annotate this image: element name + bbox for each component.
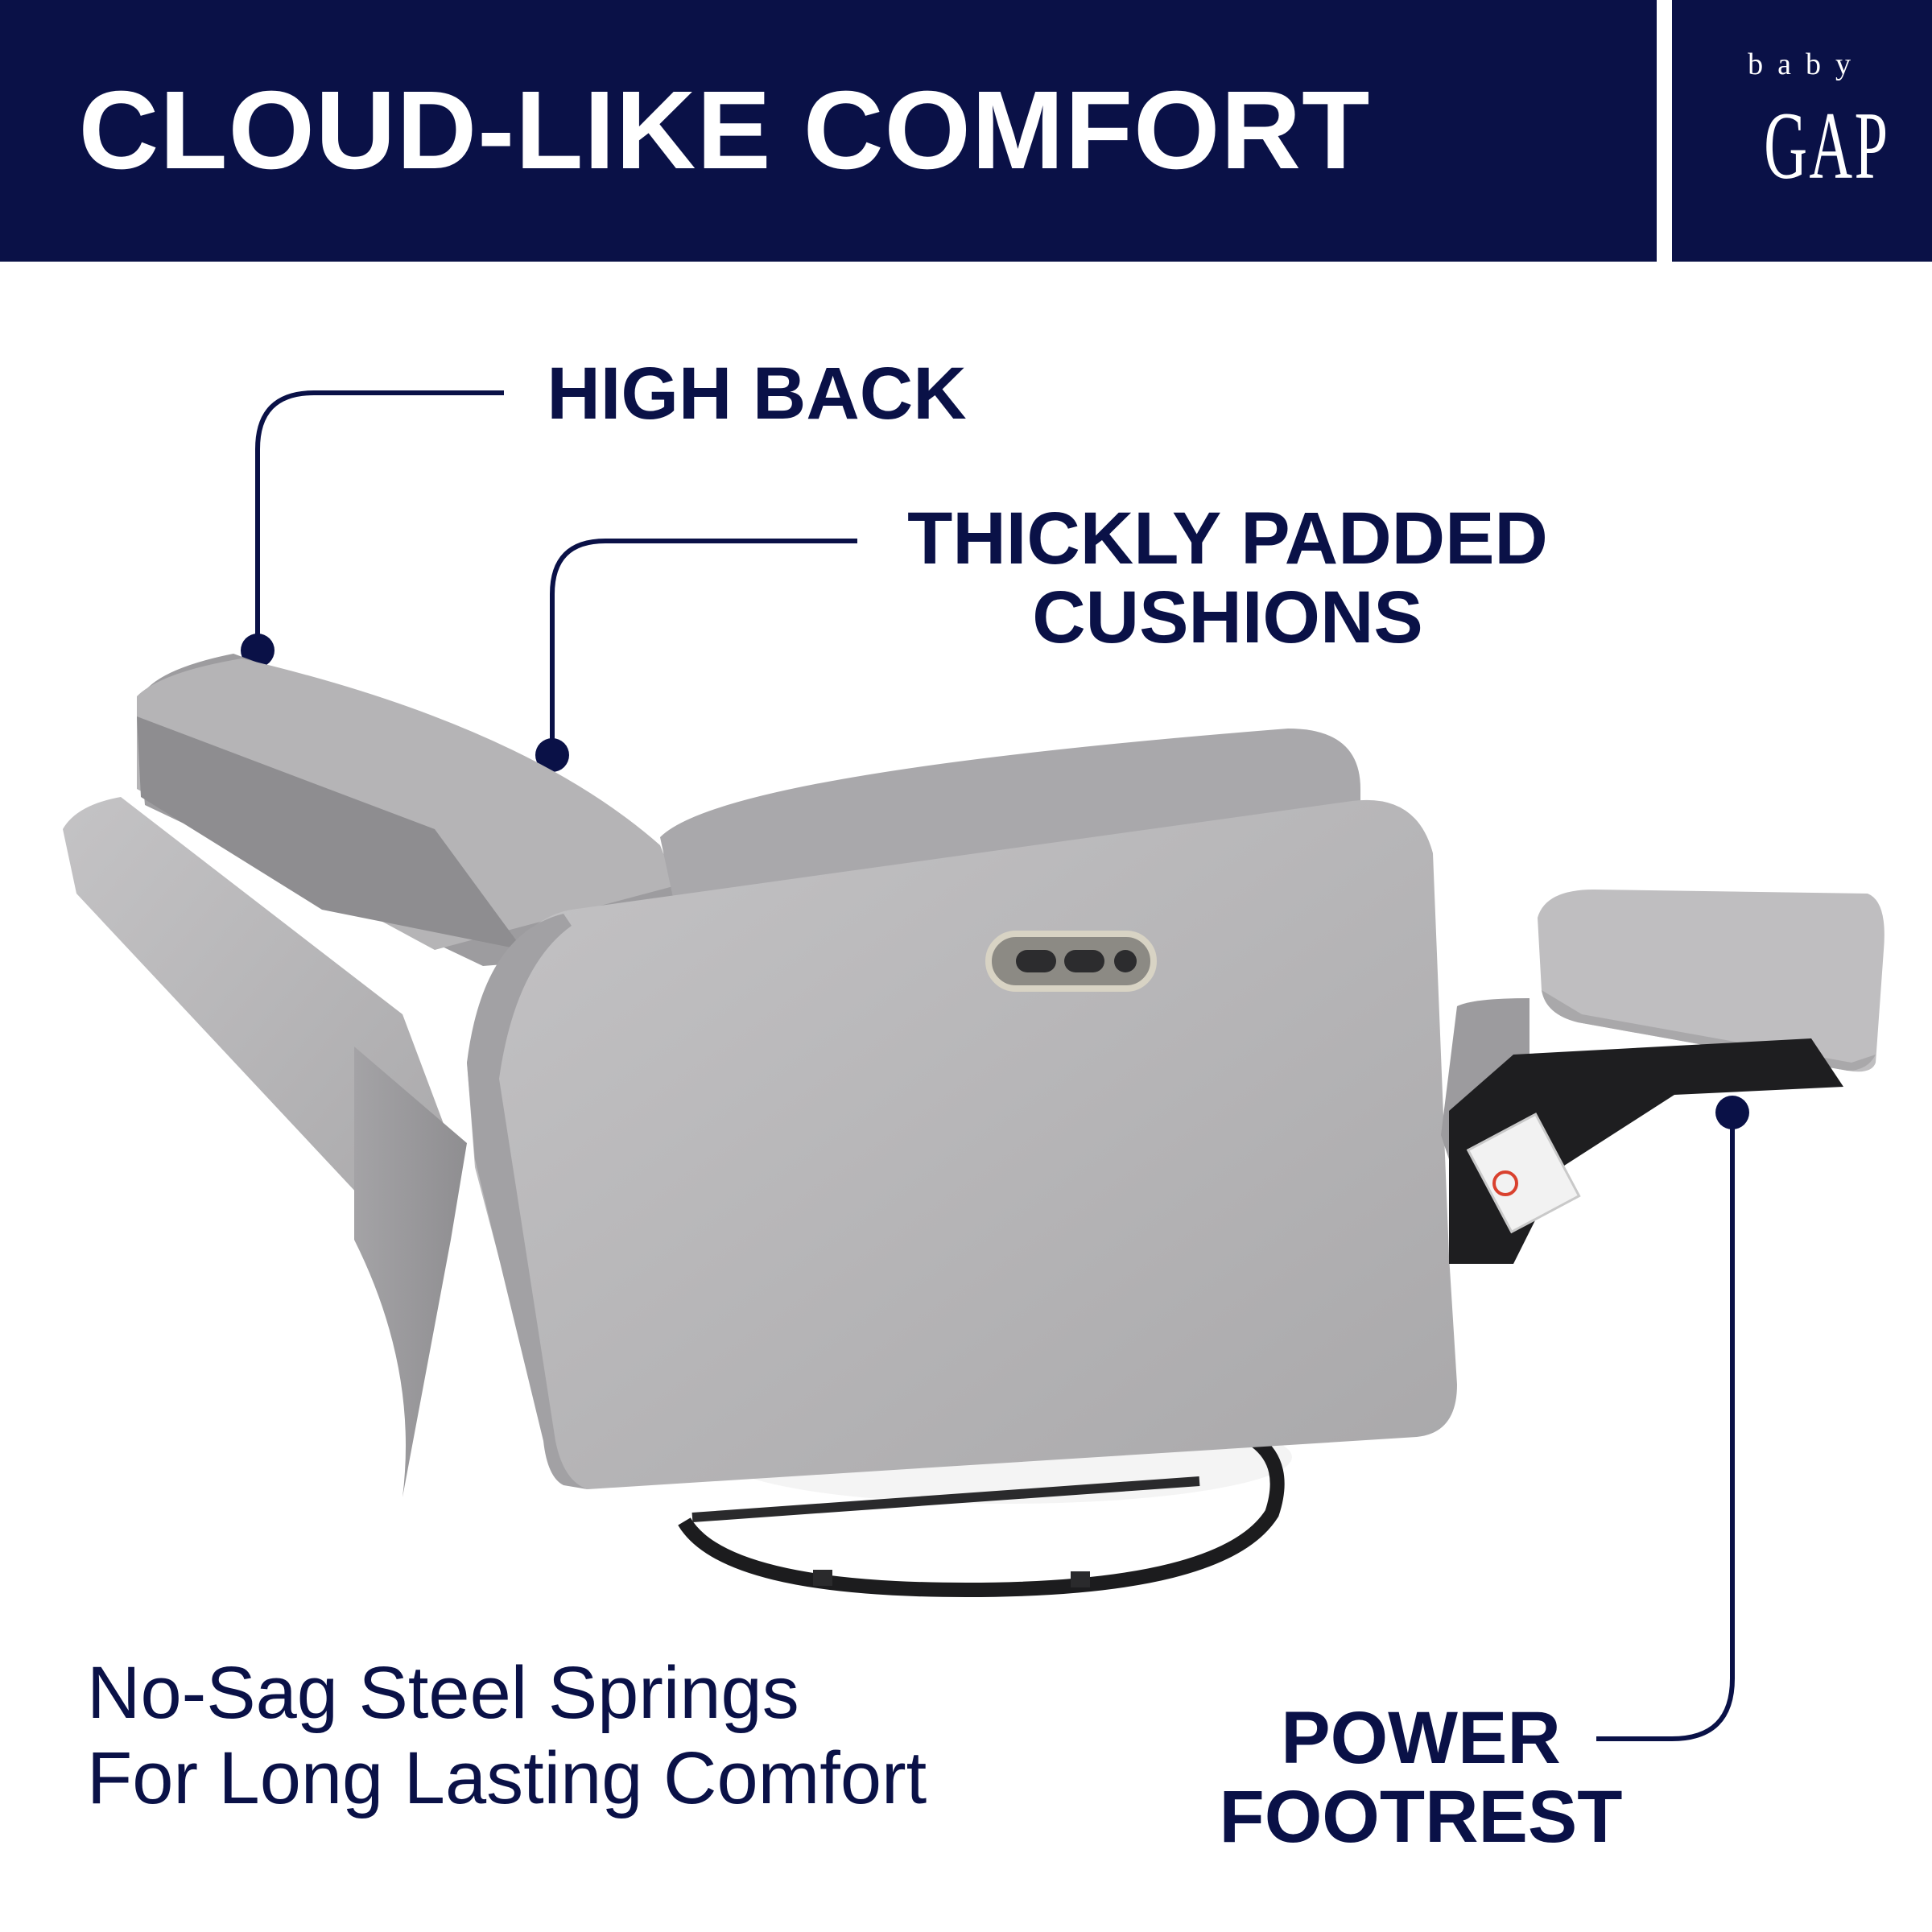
chair-back	[63, 654, 684, 1497]
high-back-dot	[241, 634, 275, 667]
power-footrest-line1: POWER	[1281, 1697, 1561, 1779]
cushion-leader	[550, 539, 857, 753]
springs-line2: For Long Lasting Comfort	[87, 1737, 927, 1819]
footrest-leader	[1596, 1115, 1735, 1741]
power-footrest	[1441, 890, 1885, 1264]
thickly-padded-label: THICKLY PADDED CUSHIONS	[877, 499, 1578, 657]
springs-line1: No-Sag Steel Springs	[87, 1652, 799, 1734]
footrest-dot	[1715, 1096, 1749, 1129]
power-control-icon	[985, 931, 1157, 992]
high-back-leader	[255, 390, 504, 648]
thickly-padded-line1: THICKLY PADDED	[907, 497, 1548, 580]
header-banner: CLOUD-LIKE COMFORT	[0, 0, 1657, 262]
chair-side-panel	[467, 799, 1457, 1489]
springs-description: No-Sag Steel Springs For Long Lasting Co…	[87, 1650, 927, 1821]
page-title: CLOUD-LIKE COMFORT	[78, 68, 1371, 192]
thickly-padded-line2: CUSHIONS	[1032, 576, 1423, 658]
high-back-label: HIGH BACK	[523, 354, 990, 433]
power-footrest-label: POWER FOOTREST	[1191, 1699, 1650, 1856]
logo-baby-text: baby	[1748, 47, 1865, 81]
cushion-dot	[535, 738, 569, 772]
babygap-logo: baby GAP	[1672, 0, 1932, 262]
power-footrest-line2: FOOTREST	[1219, 1776, 1623, 1858]
high-back-text: HIGH BACK	[547, 353, 967, 435]
